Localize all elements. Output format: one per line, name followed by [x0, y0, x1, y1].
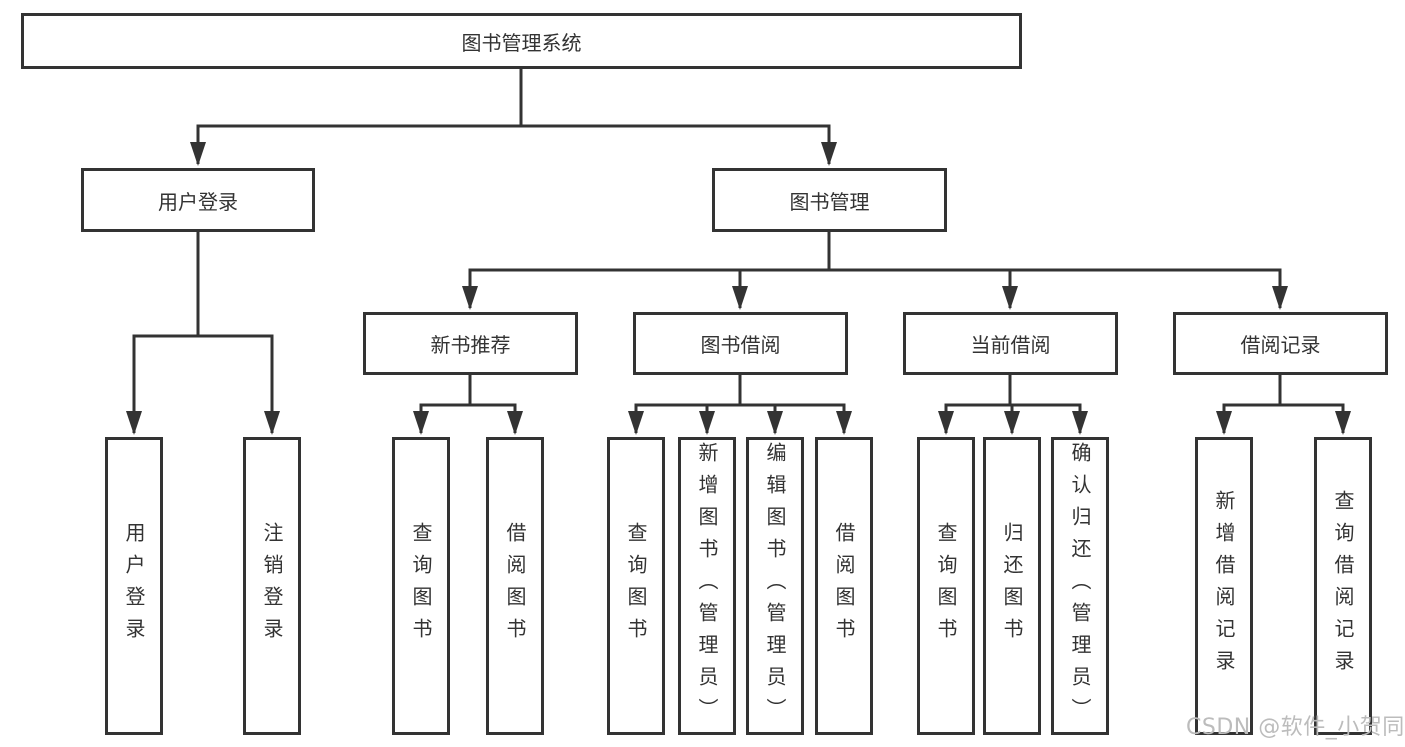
leaf-query-books-2: 查询图书 [607, 437, 665, 735]
leaf-return-books: 归还图书 [983, 437, 1041, 735]
watermark-text: CSDN @软件_小贺同学 [1186, 715, 1405, 740]
leaf-query-borrow-record-label: 查询借阅记录 [1331, 490, 1355, 682]
leaf-logout-label: 注销登录 [260, 522, 284, 650]
leaf-logout: 注销登录 [243, 437, 301, 735]
leaf-borrow-books-2: 借阅图书 [815, 437, 873, 735]
leaf-borrow-books-1: 借阅图书 [486, 437, 544, 735]
leaf-confirm-return-admin-label: 确认归还（管理员） [1068, 442, 1092, 730]
leaf-borrow-books-2-label: 借阅图书 [832, 522, 856, 650]
leaf-query-books-3: 查询图书 [917, 437, 975, 735]
node-borrowing-records: 借阅记录 [1173, 312, 1388, 375]
leaf-borrow-books-1-label: 借阅图书 [503, 522, 527, 650]
connectors-current-borrowing [938, 375, 1088, 435]
leaf-add-books-admin-label: 新增图书（管理员） [695, 442, 719, 730]
node-root-label: 图书管理系统 [461, 30, 582, 55]
node-book-borrowing-label: 图书借阅 [700, 333, 781, 357]
leaf-add-borrow-record: 新增借阅记录 [1195, 437, 1253, 735]
node-root: 图书管理系统 [21, 13, 1022, 69]
node-current-borrowing: 当前借阅 [903, 312, 1118, 375]
leaf-query-books-3-label: 查询图书 [934, 522, 958, 650]
leaf-query-books-1-label: 查询图书 [409, 522, 433, 650]
leaf-return-books-label: 归还图书 [1000, 522, 1024, 650]
node-book-management-branch-label: 图书管理 [789, 189, 870, 214]
leaf-edit-books-admin: 编辑图书（管理员） [746, 437, 804, 735]
leaf-add-borrow-record-label: 新增借阅记录 [1212, 490, 1236, 682]
leaf-edit-books-admin-label: 编辑图书（管理员） [763, 442, 787, 730]
node-user-login-branch-label: 用户登录 [158, 189, 238, 214]
node-book-management-branch: 图书管理 [712, 168, 947, 232]
connectors-book-borrowing [628, 375, 852, 435]
node-new-book-recommend: 新书推荐 [363, 312, 578, 375]
connectors-root [190, 69, 837, 166]
connectors-borrowing-records [1216, 375, 1351, 435]
node-book-borrowing: 图书借阅 [633, 312, 848, 375]
leaf-query-books-2-label: 查询图书 [624, 522, 648, 650]
leaf-query-books-1: 查询图书 [392, 437, 450, 735]
leaf-add-books-admin: 新增图书（管理员） [678, 437, 736, 735]
node-new-book-recommend-label: 新书推荐 [430, 333, 511, 357]
leaf-user-login-label: 用户登录 [122, 522, 146, 650]
node-user-login-branch: 用户登录 [81, 168, 315, 232]
connectors-user-login-branch [126, 232, 280, 435]
node-current-borrowing-label: 当前借阅 [970, 333, 1051, 357]
connectors-book-management-branch [462, 232, 1288, 310]
leaf-query-borrow-record: 查询借阅记录 [1314, 437, 1372, 735]
leaf-user-login: 用户登录 [105, 437, 163, 735]
connectors-new-book-recommend [413, 375, 523, 435]
leaf-confirm-return-admin: 确认归还（管理员） [1051, 437, 1109, 735]
node-borrowing-records-label: 借阅记录 [1240, 333, 1321, 357]
